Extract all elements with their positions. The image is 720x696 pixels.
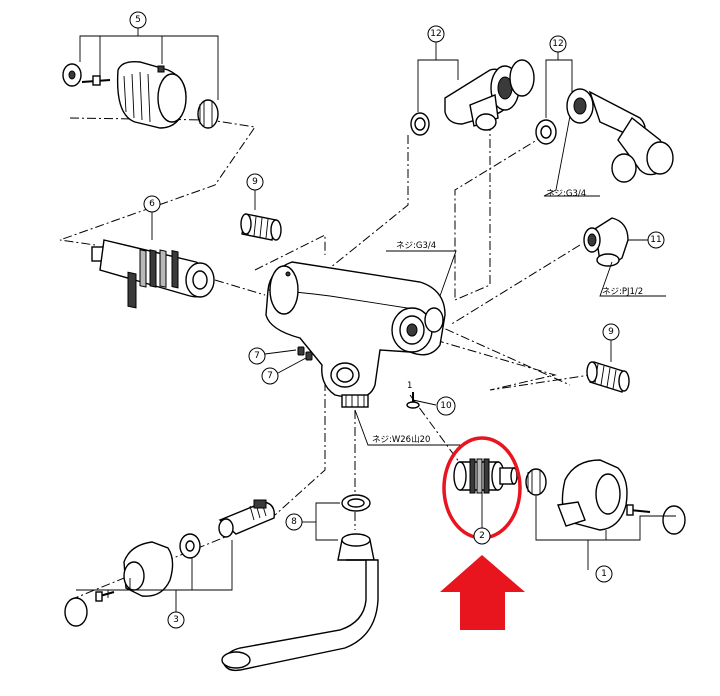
thread-label-pj12: ネジ:PJ1/2 [602,287,643,297]
callout-7-lower: 7 [261,367,279,385]
callout-12-left: 12 [427,25,445,43]
part-3-handle-assembly [64,499,275,627]
thread-label-g34-top: ネジ:G3/4 [546,189,586,199]
callout-7-upper: 7 [248,347,266,365]
svg-text:7: 7 [254,351,260,361]
callout-10: 10 [436,396,456,416]
svg-text:3: 3 [173,615,179,625]
callout-2: 2 [473,527,491,545]
callout-9-lower: 9 [602,323,620,341]
svg-text:7: 7 [267,371,273,381]
thread-label-g34-body: ネジ:G3/4 [396,241,436,251]
thread-label-w26: ネジ:W26山20 [372,434,430,445]
svg-text:5: 5 [135,15,141,25]
part-7-set-screws [297,346,313,361]
part-12-right-elbow [535,88,674,183]
part-1-handle-assembly [525,459,686,535]
callout-1: 1 [595,565,613,583]
svg-text:9: 9 [252,177,258,187]
part-10-screw [406,392,420,409]
callout-12-right: 12 [549,35,567,53]
highlight-arrow [440,555,525,630]
callout-6: 6 [143,195,161,213]
callout-3: 3 [167,611,185,629]
mixer-valve-body [265,261,446,408]
svg-text:8: 8 [291,517,297,527]
cartridge-grooves [127,249,179,309]
part-6-thermo-cartridge [91,239,215,309]
part-2-valve-unit [453,458,518,494]
svg-text:10: 10 [440,401,452,411]
part-8-spout [221,494,379,672]
part-10-number-mark: 1 [407,381,412,391]
part-12-left-connector [410,59,535,136]
callout-9-upper: 9 [246,173,264,191]
svg-text:2: 2 [479,531,485,541]
callout-11: 11 [647,231,665,249]
part-9-filter-lower [586,361,630,393]
part-9-filter-upper [240,213,282,241]
svg-text:12: 12 [430,29,441,39]
callout-5: 5 [129,11,147,29]
svg-text:1: 1 [601,569,607,579]
part-11-elbow [583,217,629,267]
svg-text:6: 6 [149,199,155,209]
part-5-handle-assembly [62,60,219,129]
leader-lines [76,28,676,612]
svg-text:12: 12 [552,39,563,49]
svg-text:11: 11 [650,235,661,245]
svg-text:9: 9 [608,327,614,337]
callout-8: 8 [285,513,303,531]
